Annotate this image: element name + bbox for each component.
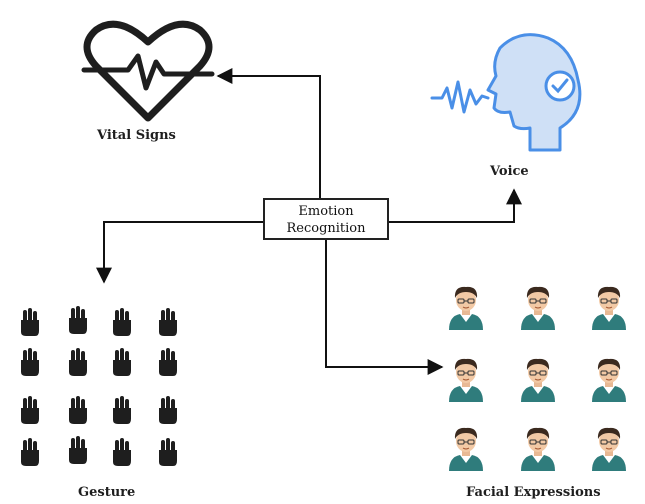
hand-gesture-icon	[69, 436, 87, 464]
arrow-to-voice	[389, 188, 522, 223]
face-avatar-icon	[520, 358, 556, 403]
arrow-to-gesture	[96, 221, 263, 284]
face-avatar-icon	[520, 427, 556, 472]
face-avatar-icon	[448, 286, 484, 331]
face-avatar-grid	[448, 286, 627, 472]
hand-gesture-icon	[113, 438, 131, 466]
hand-gesture-icon	[69, 348, 87, 376]
face-avatar-icon	[591, 358, 627, 403]
face-avatar-icon	[591, 286, 627, 331]
hand-gesture-icon	[113, 308, 131, 336]
face-avatar-icon	[591, 427, 627, 472]
face-avatar-icon	[520, 286, 556, 331]
hand-gesture-icon	[21, 396, 39, 424]
hand-gesture-icon	[113, 396, 131, 424]
vital-signs-label: Vital Signs	[97, 128, 176, 143]
hand-gestures-icon	[21, 306, 177, 466]
hand-gesture-icon	[159, 348, 177, 376]
hand-gesture-icon	[21, 438, 39, 466]
hand-gesture-icon	[21, 308, 39, 336]
gesture-label: Gesture	[78, 485, 136, 500]
hand-gesture-icon	[159, 308, 177, 336]
center-label-line2: Recognition	[286, 221, 366, 236]
heartbeat-icon	[81, 20, 215, 122]
hand-gesture-icon	[69, 396, 87, 424]
connectors	[96, 68, 522, 375]
hand-gesture-icon	[113, 348, 131, 376]
face-avatar-icon	[448, 427, 484, 472]
hand-gesture-icon	[21, 348, 39, 376]
hand-gesture-icon	[159, 438, 177, 466]
arrow-to-vital-signs	[216, 68, 321, 198]
emotion-recognition-box: Emotion Recognition	[263, 198, 389, 240]
center-label-line1: Emotion	[298, 204, 354, 219]
speaking-head-icon	[430, 33, 582, 152]
face-avatar-icon	[448, 358, 484, 403]
hand-gesture-icon	[69, 306, 87, 334]
facial-expressions-label: Facial Expressions	[466, 485, 601, 500]
voice-label: Voice	[490, 164, 529, 179]
arrow-to-facial-expressions	[325, 240, 444, 375]
hand-gesture-icon	[159, 396, 177, 424]
